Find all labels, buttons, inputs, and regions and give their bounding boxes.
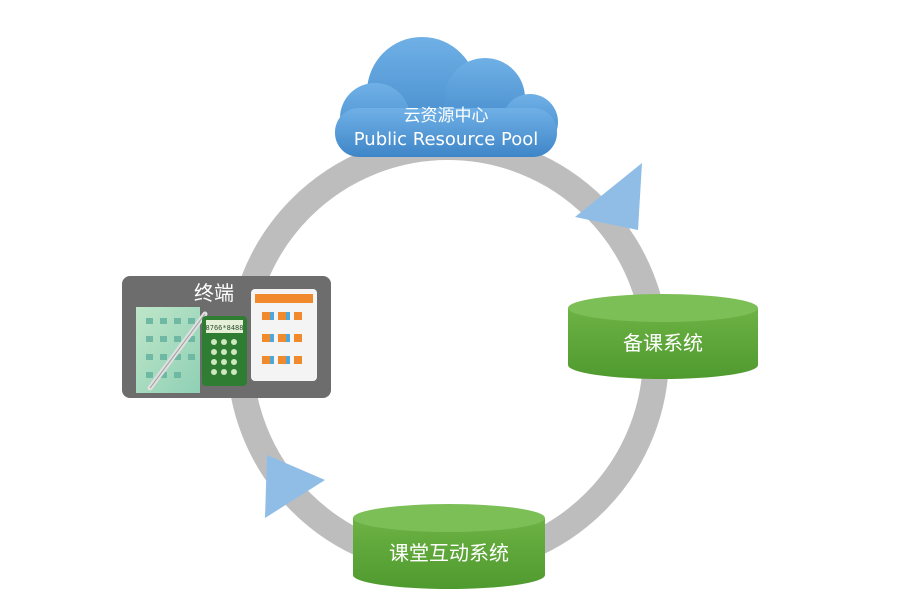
classroom-interaction-label: 课堂互动系统 [389,541,509,565]
terminal-panel: 终端 8766*8488 [122,276,331,398]
clicker-device-icon: 8766*8488 [202,316,247,386]
arrow-left-icon [265,455,325,518]
cloud-title-cn: 云资源中心 [404,106,489,126]
lesson-prep-label: 备课系统 [623,331,703,355]
lesson-prep-cylinder: 备课系统 [568,294,758,379]
cloud-title-en: Public Resource Pool [354,129,539,150]
tablet-device-icon [136,307,208,393]
cloud-icon [335,37,558,157]
app-tablet-icon [251,289,317,381]
classroom-interaction-cylinder: 课堂互动系统 [353,504,545,589]
cloud-resource-pool: 云资源中心 Public Resource Pool [335,37,558,157]
arrow-right-icon [575,163,642,230]
terminal-title: 终端 [194,281,234,305]
clicker-screen-text: 8766*8488 [206,324,244,332]
